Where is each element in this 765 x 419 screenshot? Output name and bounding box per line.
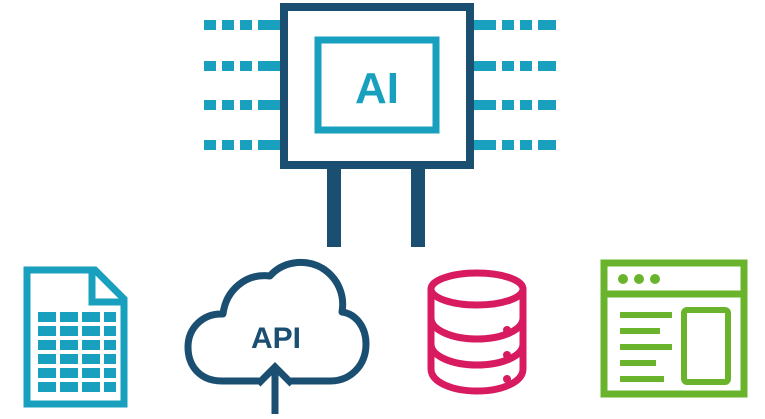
chip-leg-left xyxy=(327,169,341,247)
spreadsheet-grid xyxy=(38,312,116,392)
browser-window-icon xyxy=(600,259,748,398)
database-led-1 xyxy=(503,326,511,334)
ai-chip-icon: AI xyxy=(204,3,556,247)
chip-leg-right xyxy=(411,169,425,247)
chip-right-pins xyxy=(474,20,556,150)
chip-label: AI xyxy=(355,64,399,113)
window-dot-2 xyxy=(634,274,644,284)
upload-arrow-head xyxy=(255,362,295,387)
chip-left-pins xyxy=(204,20,280,150)
spreadsheet-file-icon xyxy=(23,266,128,408)
database-ring-1 xyxy=(427,317,527,343)
database-led-2 xyxy=(503,351,511,359)
window-sidebar-panel xyxy=(681,307,731,385)
window-frame xyxy=(600,259,748,398)
database-body xyxy=(427,289,527,395)
chip-inner-frame xyxy=(314,36,440,134)
database-top xyxy=(427,269,527,309)
window-dot-3 xyxy=(650,274,660,284)
database-icon xyxy=(427,269,527,395)
database-led-3 xyxy=(503,375,511,383)
database-ring-2 xyxy=(427,343,527,369)
file-fold xyxy=(88,270,124,306)
cloud-upload-icon: API xyxy=(184,258,370,414)
cloud-outline xyxy=(184,258,370,385)
file-outline xyxy=(23,266,128,408)
api-label: API xyxy=(251,322,301,355)
window-dot-1 xyxy=(618,274,628,284)
chip-outer-frame xyxy=(280,3,474,169)
